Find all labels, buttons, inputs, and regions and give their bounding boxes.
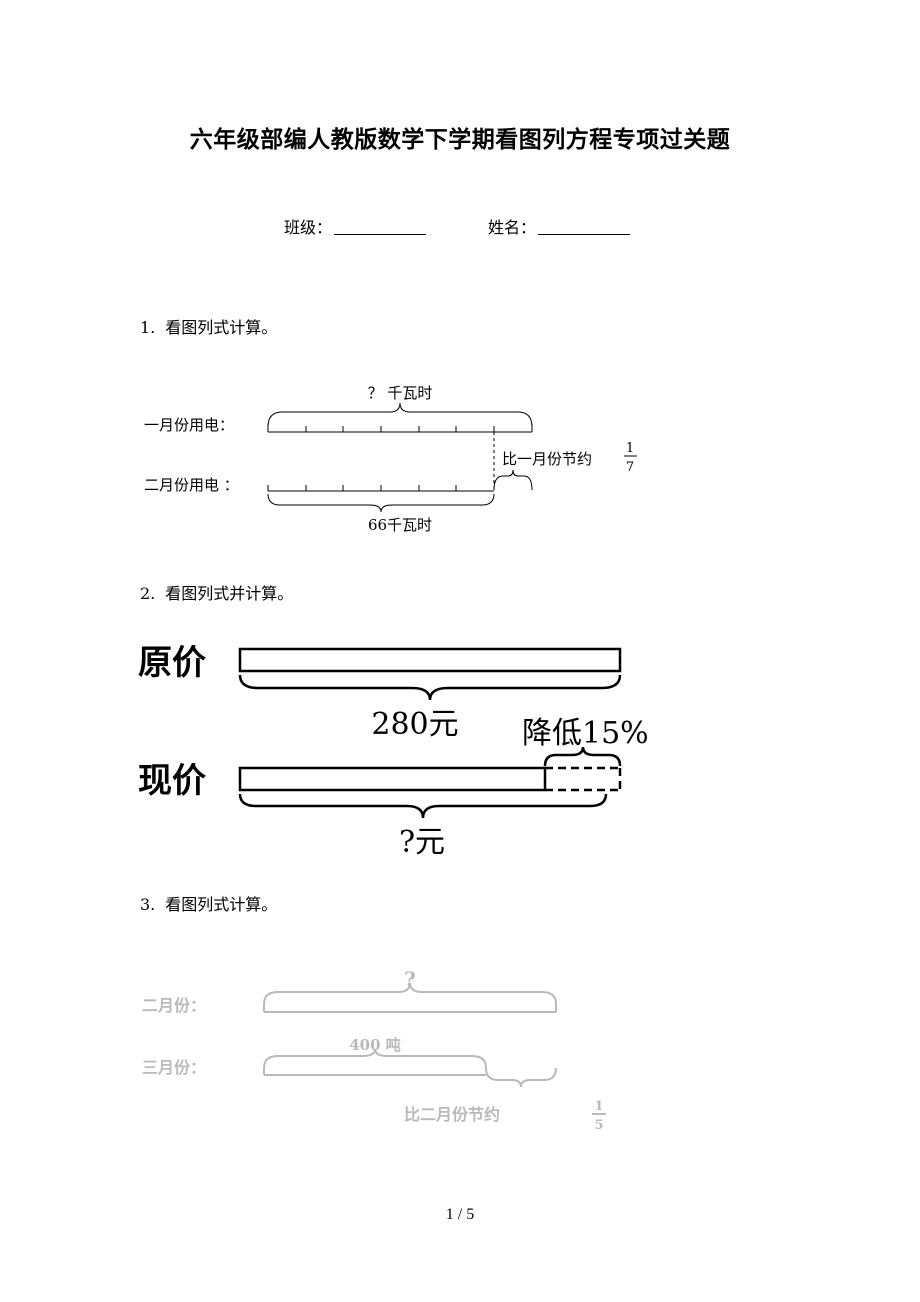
question-2-heading: 2. 看图列式并计算。 [140,580,293,604]
question-1-prompt: 看图列式计算。 [165,318,278,337]
name-blank[interactable] [538,220,631,235]
page-number: 1 / 5 [445,1206,475,1223]
top-label: ? [404,967,416,991]
fraction-numerator: 1 [626,441,634,456]
top-brace [263,982,557,1005]
compare-label: 比二月份节约 [404,1105,500,1124]
row1-label: 二月份： [142,996,206,1015]
original-price-label: 原价 [138,643,206,683]
current-price-bar [238,766,547,792]
current-brace [238,793,608,819]
question-3-heading: 3. 看图列式计算。 [140,891,277,915]
fraction-numerator: 1 [594,1099,603,1114]
question-3-figure: ? 二月份： 400 吨 三月份： 比二月份节约 1 5 [142,967,606,1133]
question-2-number: 2. [140,584,156,603]
bottom-label: 66千瓦时 [368,516,432,534]
difference-brace [485,1067,557,1088]
reduction-box [545,766,622,792]
question-3-prompt: 看图列式计算。 [165,895,278,914]
class-field: 班级： [284,214,427,238]
row1-label: 一月份用电： [144,416,234,434]
question-2-figure: 原价 280元 降低15% 现价 ?元 [138,643,649,860]
original-price-value: 280元 [371,707,458,742]
fraction-denominator: 7 [626,460,634,475]
row2-label: 三月份： [142,1058,206,1077]
class-label: 班级： [284,218,333,237]
fraction-denominator: 5 [594,1118,603,1133]
current-price-value: ?元 [399,825,445,860]
difference-brace [493,469,533,491]
name-label: 姓名： [488,218,537,237]
reduction-brace [543,746,622,767]
reduction-label: 降低15% [522,716,649,751]
mid-brace [263,1048,487,1069]
class-blank[interactable] [334,220,427,235]
current-price-label: 现价 [138,761,206,801]
question-1-heading: 1. 看图列式计算。 [140,314,277,338]
original-price-bar [238,647,622,673]
top-label: ？ 千瓦时 [368,384,433,402]
row2-label: 二月份用电 ： [144,476,239,494]
bottom-brace [267,493,495,513]
question-3-number: 3. [140,895,156,914]
question-1-number: 1. [140,318,156,337]
name-field: 姓名： [488,214,631,238]
compare-label: 比一月份节约 [502,450,592,468]
question-1-figure: ？ 千瓦时 一月份用电： 二月份用电 ： 比一月份节约 1 7 66千瓦时 [144,384,637,534]
top-brace [267,402,533,428]
original-brace [238,674,622,701]
page-title: 六年级部编人教版数学下学期看图列方程专项过关题 [189,126,731,153]
question-2-prompt: 看图列式并计算。 [165,584,294,603]
mid-label: 400 吨 [349,1036,401,1054]
